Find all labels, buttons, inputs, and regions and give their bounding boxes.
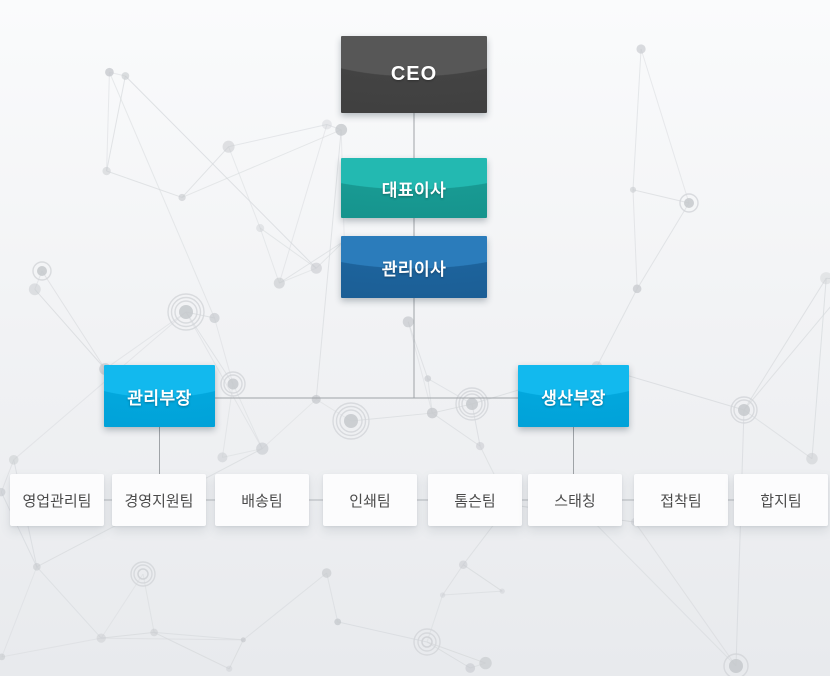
- org-node-management-head-label: 관리부장: [127, 388, 192, 408]
- org-node-managing-director-label: 관리이사: [381, 259, 447, 279]
- org-node-ceo-label: CEO: [390, 63, 438, 85]
- team-node-label: 접착팀: [660, 492, 702, 510]
- org-node-executive-director-label: 대표이사: [381, 180, 447, 200]
- team-node: 인쇄팀: [323, 474, 417, 526]
- org-node-executive-director: 대표이사: [341, 158, 487, 218]
- org-node-production-head: 생산부장: [518, 365, 629, 427]
- team-node: 배송팀: [215, 474, 309, 526]
- team-node: 합지팀: [734, 474, 828, 526]
- team-node-label: 톰슨팀: [454, 492, 496, 510]
- team-node-label: 배송팀: [241, 492, 283, 510]
- org-node-management-head: 관리부장: [104, 365, 215, 427]
- org-node-ceo: CEO: [341, 36, 487, 113]
- org-node-production-head-label: 생산부장: [541, 388, 606, 408]
- team-node: 경영지원팀: [112, 474, 206, 526]
- team-node: 영업관리팀: [10, 474, 104, 526]
- team-node-label: 영업관리팀: [22, 492, 92, 510]
- team-node-label: 경영지원팀: [124, 492, 194, 510]
- team-node: 스태칭: [528, 474, 622, 526]
- team-node: 접착팀: [634, 474, 728, 526]
- org-node-managing-director: 관리이사: [341, 236, 487, 298]
- team-node: 톰슨팀: [428, 474, 522, 526]
- team-node-label: 합지팀: [760, 492, 802, 510]
- team-node-label: 스태칭: [554, 492, 596, 510]
- team-node-label: 인쇄팀: [349, 492, 391, 510]
